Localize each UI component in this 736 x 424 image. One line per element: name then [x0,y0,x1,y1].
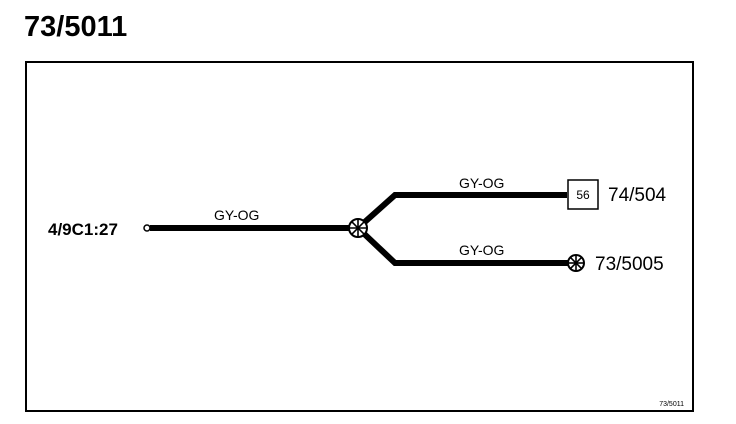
wire-main-label: GY-OG [214,207,259,223]
upper-destination-label: 74/504 [608,185,667,206]
wire-upper-branch [356,192,567,231]
page-title: 73/5011 [24,11,128,43]
diagram-frame [25,61,694,412]
origin-terminal-icon [143,224,151,232]
reference-label: 73/5011 [659,401,684,408]
splice-icon [567,254,585,272]
wire-lower-branch [355,225,568,266]
origin-label: 4/9C1:27 [48,220,118,239]
splice-icon [348,218,368,238]
connector-pin-label: 56 [576,188,590,202]
lower-destination-label: 73/5005 [595,254,664,275]
wire-upper-label: GY-OG [459,175,504,191]
wire-lower-label: GY-OG [459,242,504,258]
connector-box-icon: 56 [567,179,599,210]
